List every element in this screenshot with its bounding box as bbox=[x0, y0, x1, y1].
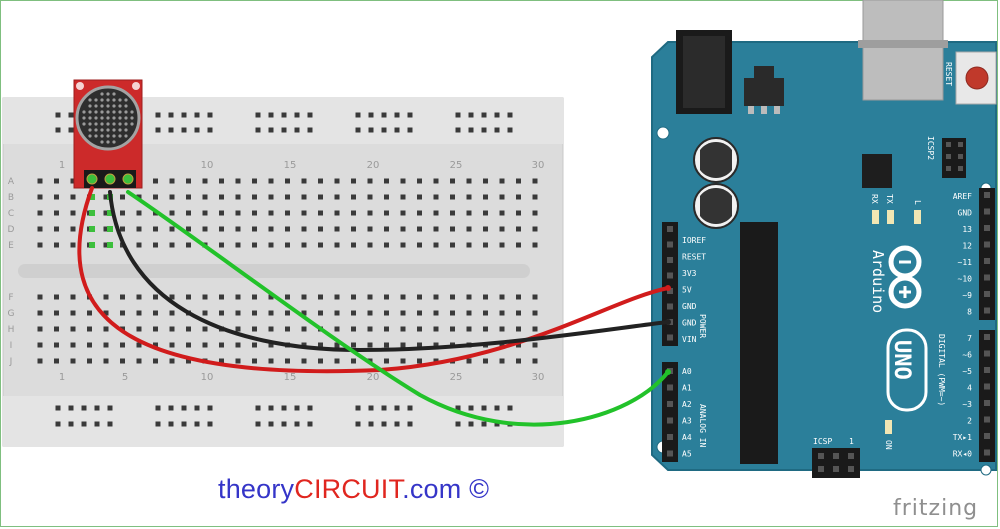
digital-pin-label: 13 bbox=[962, 225, 972, 234]
power-pin-label: VIN bbox=[682, 335, 697, 344]
arduino-logo-text: Arduino bbox=[869, 250, 887, 313]
row-letter: A bbox=[8, 177, 15, 187]
power-header bbox=[662, 222, 678, 346]
analog-pin-label: A0 bbox=[682, 367, 692, 376]
digital-pin-label: 7 bbox=[967, 334, 972, 343]
analog-pin-label: A2 bbox=[682, 400, 692, 409]
arduino-infinity-logo bbox=[888, 245, 922, 309]
power-pin-label: IOREF bbox=[682, 236, 706, 245]
column-number-top: 1 bbox=[59, 160, 65, 171]
rx-led-label: RX bbox=[870, 194, 879, 204]
row-letter: C bbox=[8, 209, 14, 219]
row-letter: G bbox=[8, 309, 15, 319]
row-letter: E bbox=[8, 241, 14, 251]
digital-pin-label: RX◂0 bbox=[953, 450, 972, 459]
on-led-label: ON bbox=[884, 440, 893, 450]
digital-pin-label: 8 bbox=[967, 308, 972, 317]
icsp2-label: ICSP2 bbox=[926, 136, 935, 160]
row-letter: I bbox=[10, 341, 13, 351]
analog-pin-label: A5 bbox=[682, 450, 692, 459]
voltage-regulator bbox=[744, 78, 784, 106]
digital-pin-label: ~11 bbox=[958, 258, 973, 267]
analog-pin-label: A3 bbox=[682, 417, 692, 426]
digital-pin-label: ~6 bbox=[962, 351, 972, 360]
column-number-top: 30 bbox=[532, 160, 545, 171]
digital-pin-label: GND bbox=[958, 209, 973, 218]
digital-pin-label: 2 bbox=[967, 417, 972, 426]
digital-section-label: DIGITAL (PWM=~) bbox=[937, 334, 946, 406]
column-number-bottom: 10 bbox=[201, 372, 214, 383]
digital-pin-label: ~5 bbox=[962, 367, 972, 376]
icsp-label: ICSP bbox=[813, 437, 832, 446]
analog-pin-label: A4 bbox=[682, 433, 692, 442]
watermark-part1: theory bbox=[218, 474, 295, 504]
row-letter: H bbox=[8, 325, 15, 335]
row-letter: B bbox=[8, 193, 14, 203]
arduino-uno-board: Arduino UNO RESET ICSP2 TX RX L ON POWER… bbox=[651, 0, 997, 478]
fritzing-brand: fritzing bbox=[893, 496, 979, 521]
l-led-label: L bbox=[913, 200, 922, 205]
wire-5v-red bbox=[77, 186, 670, 374]
atmega-chip bbox=[740, 222, 778, 464]
row-letter: J bbox=[9, 357, 13, 367]
row-letter: F bbox=[8, 293, 13, 303]
digital-pin-label: 4 bbox=[967, 384, 972, 393]
wire-gnd-black bbox=[108, 190, 670, 353]
power-pin-label: GND bbox=[682, 302, 697, 311]
microphone-module bbox=[73, 79, 143, 189]
column-number-bottom: 15 bbox=[284, 372, 297, 383]
digital-pin-label: ~10 bbox=[958, 275, 973, 284]
digital-pin-label: ~3 bbox=[962, 400, 972, 409]
uno-model-text: UNO bbox=[889, 340, 914, 380]
digital-pin-label: 12 bbox=[962, 242, 972, 251]
column-number-bottom: 30 bbox=[532, 372, 545, 383]
center-channel bbox=[18, 264, 530, 278]
usb-connector bbox=[862, 0, 944, 101]
uno-badge bbox=[886, 328, 928, 412]
digital-pin-label: ~9 bbox=[962, 291, 972, 300]
wire-a0-green bbox=[126, 190, 670, 427]
analog-section-label: ANALOG IN bbox=[698, 404, 707, 448]
power-pin-label: GND bbox=[682, 319, 697, 328]
power-pin-label: 5V bbox=[682, 286, 692, 295]
power-pin-label: 3V3 bbox=[682, 269, 697, 278]
usb-chip bbox=[862, 154, 892, 188]
watermark-part3: .com © bbox=[402, 474, 490, 504]
digital-pin-label: TX▸1 bbox=[953, 433, 972, 442]
breadboard-labels: 115510101515202025253030ABCDEFGHIJ bbox=[8, 160, 545, 383]
column-number-top: 20 bbox=[367, 160, 380, 171]
column-number-bottom: 25 bbox=[450, 372, 463, 383]
power-section-label: POWER bbox=[698, 314, 707, 338]
column-number-top: 10 bbox=[201, 160, 214, 171]
column-number-top: 15 bbox=[284, 160, 297, 171]
watermark-part2: CIRCUIT bbox=[294, 474, 403, 504]
analog-header bbox=[662, 362, 678, 462]
row-letter: D bbox=[8, 225, 15, 235]
column-number-bottom: 1 bbox=[59, 372, 65, 383]
tx-led-label: TX bbox=[885, 194, 894, 204]
icsp-header bbox=[812, 448, 860, 478]
column-number-top: 25 bbox=[450, 160, 463, 171]
reset-label: RESET bbox=[944, 62, 953, 86]
digital-pin-label: AREF bbox=[953, 192, 972, 201]
column-number-bottom: 20 bbox=[367, 372, 380, 383]
digital-header-top bbox=[979, 188, 995, 320]
wires bbox=[77, 186, 671, 427]
power-pin-label: RESET bbox=[682, 253, 706, 262]
icsp-pin1-label: 1 bbox=[849, 437, 854, 446]
column-number-bottom: 5 bbox=[122, 372, 128, 383]
analog-pin-label: A1 bbox=[682, 384, 692, 393]
theorycircuit-watermark: theoryCIRCUIT.com © bbox=[218, 474, 489, 505]
digital-header-bottom bbox=[979, 330, 995, 462]
